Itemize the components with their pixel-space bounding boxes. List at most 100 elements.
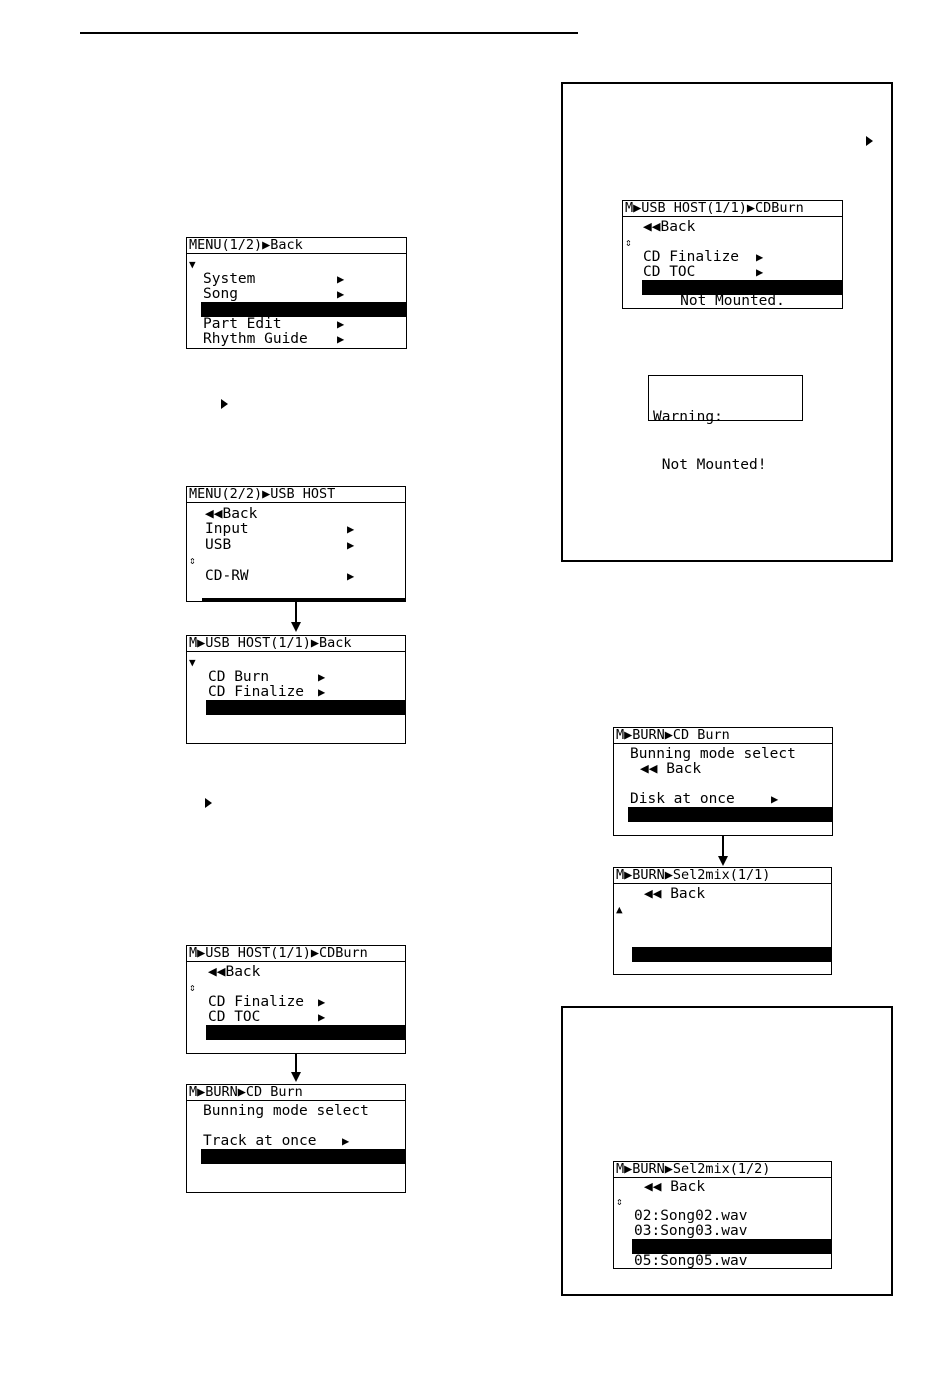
submenu-arrow-icon: ▶ bbox=[771, 792, 779, 806]
submenu-arrow-icon: ▶ bbox=[337, 272, 345, 286]
menu-item-track-edit[interactable]: Track Edit ▶ bbox=[203, 301, 345, 317]
menu-item-system[interactable]: System ▶ bbox=[203, 271, 345, 287]
submenu-arrow-icon: ▶ bbox=[337, 317, 345, 331]
lcd-sel2mix-2: M▶BURN▶Sel2mix(1/2) ◀◀ Back ⇕ 01:Song01.… bbox=[613, 1161, 832, 1269]
warning-dialog: Warning: Not Mounted! bbox=[648, 375, 803, 473]
submenu-arrow-icon: ▶ bbox=[342, 1134, 350, 1148]
menu-item-rhythm-guide[interactable]: Rhythm Guide ▶ bbox=[203, 331, 345, 347]
flow-arrow bbox=[295, 1054, 297, 1074]
menu-item-cd-toc[interactable]: CD TOC ▶ bbox=[208, 699, 326, 715]
menu-item-back[interactable]: ▼ ◀◀Back bbox=[187, 655, 405, 715]
menu-item-cd-rw[interactable]: CD-RW ▶ bbox=[205, 568, 355, 584]
menu-item-cd-finalize[interactable]: CD Finalize ▶ bbox=[643, 249, 764, 265]
lcd-burn-mode-left: M▶BURN▶CD Burn Bunning mode select ◀◀ Ba… bbox=[186, 1084, 406, 1193]
menu-item-back[interactable]: ▼ ◀◀Back bbox=[187, 257, 406, 317]
lcd-sel2mix-1: M▶BURN▶Sel2mix(1/1) ◀◀ Back ▲ 01:Song01.… bbox=[613, 867, 832, 975]
lcd-usb-host-cdburn: M▶USB HOST(1/1)▶CDBurn ◀◀Back ⇕ CD Burn … bbox=[186, 945, 406, 1054]
warning-title: Warning: bbox=[653, 409, 723, 425]
menu-item-cd-finalize[interactable]: CD Finalize ▶ bbox=[208, 994, 326, 1010]
menu-item-cd-burn[interactable]: ⇕ CD Burn ▶ bbox=[623, 235, 842, 295]
flow-arrow-head bbox=[718, 856, 728, 866]
status-message: Not Mounted. bbox=[680, 293, 785, 309]
menu-item-part-edit[interactable]: Part Edit ▶ bbox=[203, 316, 345, 332]
menu-item-disk-at-once[interactable]: Disk at once ▶ bbox=[630, 791, 779, 807]
menu-item-back[interactable]: ◀◀Back bbox=[205, 506, 258, 522]
lcd-title: M▶BURN▶CD Burn bbox=[614, 728, 832, 744]
scroll-updown-icon: ⇕ bbox=[189, 981, 196, 994]
song-item[interactable]: 03:Song03.wav bbox=[634, 1223, 748, 1239]
scroll-down-icon: ▼ bbox=[189, 258, 196, 271]
lcd-title: M▶USB HOST(1/1)▶CDBurn bbox=[187, 946, 405, 962]
submenu-arrow-icon: ▶ bbox=[347, 569, 355, 583]
menu-item-input[interactable]: Input ▶ bbox=[205, 521, 355, 537]
right-arrow-icon bbox=[866, 136, 873, 146]
menu-item-back[interactable]: ◀◀Back bbox=[208, 964, 261, 980]
lcd-title: M▶BURN▶Sel2mix(1/2) bbox=[614, 1162, 831, 1178]
submenu-arrow-icon: ▶ bbox=[756, 265, 764, 279]
menu-item-usb-host[interactable]: ⇕ USB HOST ▶ bbox=[187, 553, 405, 601]
lcd-usb-host-back: M▶USB HOST(1/1)▶Back ▼ ◀◀Back CD Burn ▶ … bbox=[186, 635, 406, 744]
submenu-arrow-icon: ▶ bbox=[342, 1149, 350, 1163]
lcd-title: M▶USB HOST(1/1)▶Back bbox=[187, 636, 405, 652]
lcd-burn-mode-right: M▶BURN▶CD Burn Bunning mode select ◀◀ Ba… bbox=[613, 727, 833, 836]
lcd-title: M▶BURN▶Sel2mix(1/1) bbox=[614, 868, 831, 884]
flow-arrow bbox=[722, 836, 724, 858]
submenu-arrow-icon: ▶ bbox=[318, 980, 326, 994]
warning-message: Not Mounted! bbox=[653, 457, 767, 473]
menu-item-back[interactable]: ◀◀ Back bbox=[644, 1179, 706, 1195]
submenu-arrow-icon: ▶ bbox=[756, 235, 764, 249]
song-item[interactable]: 02:Song02.wav bbox=[634, 1208, 748, 1224]
menu-item-usb[interactable]: USB ▶ bbox=[205, 537, 355, 553]
scroll-down-icon: ▼ bbox=[189, 656, 196, 669]
right-arrow-icon bbox=[221, 399, 228, 409]
menu-item-cd-burn[interactable]: CD Burn ▶ bbox=[208, 669, 326, 685]
submenu-arrow-icon: ▶ bbox=[347, 538, 355, 552]
lcd-not-mounted: M▶USB HOST(1/1)▶CDBurn ◀◀Back ⇕ CD Burn … bbox=[622, 200, 843, 309]
menu-item-back[interactable]: ◀◀ Back bbox=[187, 1119, 405, 1164]
scroll-updown-icon: ⇕ bbox=[625, 236, 632, 249]
lcd-menu-2: MENU(2/2)▶USB HOST ◀◀Back Input ▶ USB ▶ … bbox=[186, 486, 406, 602]
menu-item-cd-burn[interactable]: ⇕ CD Burn ▶ bbox=[187, 980, 405, 1040]
song-item[interactable]: 04:Song04.wav bbox=[634, 1238, 748, 1254]
right-arrow-icon bbox=[205, 798, 212, 808]
submenu-arrow-icon: ▶ bbox=[771, 777, 779, 791]
menu-item-track-at-once[interactable]: Track at once ▶ bbox=[203, 1133, 350, 1149]
submenu-arrow-icon: ▶ bbox=[318, 670, 326, 684]
lcd-title: M▶BURN▶CD Burn bbox=[187, 1085, 405, 1101]
submenu-arrow-icon: ▶ bbox=[756, 250, 764, 264]
note-panel-bottom bbox=[561, 1006, 893, 1296]
header-rule bbox=[80, 32, 578, 34]
submenu-arrow-icon: ▶ bbox=[347, 553, 355, 567]
submenu-arrow-icon: ▶ bbox=[318, 1010, 326, 1024]
note-panel-top bbox=[561, 82, 893, 562]
song-item[interactable]: 05:Song05.wav bbox=[634, 1253, 748, 1269]
lcd-menu-1: MENU(1/2)▶Back ▼ ◀◀Back System ▶ Song ▶ … bbox=[186, 237, 407, 349]
lcd-title: MENU(1/2)▶Back bbox=[187, 238, 406, 254]
menu-item-back[interactable]: ◀◀ Back bbox=[640, 761, 702, 777]
scroll-updown-icon: ⇕ bbox=[616, 1195, 623, 1208]
burn-mode-heading: Bunning mode select bbox=[203, 1103, 369, 1119]
submenu-arrow-icon: ▶ bbox=[337, 302, 345, 316]
scroll-up-icon: ▲ bbox=[616, 903, 623, 916]
song-item[interactable]: ⇕ 01:Song01.wav bbox=[614, 1194, 831, 1254]
scroll-updown-icon: ⇕ bbox=[189, 554, 196, 567]
lcd-title: MENU(2/2)▶USB HOST bbox=[187, 487, 405, 503]
submenu-arrow-icon: ▶ bbox=[318, 685, 326, 699]
menu-item-cd-finalize[interactable]: CD Finalize ▶ bbox=[208, 684, 326, 700]
flow-arrow bbox=[295, 602, 297, 624]
submenu-arrow-icon: ▶ bbox=[318, 700, 326, 714]
menu-item-song[interactable]: Song ▶ bbox=[203, 286, 345, 302]
menu-item-cd-toc[interactable]: CD TOC ▶ bbox=[208, 1009, 326, 1025]
song-item[interactable]: ▲ 01:Song01.wav bbox=[614, 902, 831, 962]
menu-item-track-at-once[interactable]: Track at once ▶ bbox=[614, 777, 832, 822]
menu-item-back[interactable]: ◀◀Back bbox=[643, 219, 696, 235]
lcd-title: M▶USB HOST(1/1)▶CDBurn bbox=[623, 201, 842, 217]
menu-item-back[interactable]: ◀◀ Back bbox=[644, 886, 706, 902]
flow-arrow-head bbox=[291, 622, 301, 632]
submenu-arrow-icon: ▶ bbox=[337, 332, 345, 346]
menu-item-disk-at-once[interactable]: Disk at once ▶ bbox=[203, 1148, 350, 1164]
menu-item-cd-toc[interactable]: CD TOC ▶ bbox=[643, 264, 764, 280]
submenu-arrow-icon: ▶ bbox=[347, 522, 355, 536]
submenu-arrow-icon: ▶ bbox=[337, 287, 345, 301]
submenu-arrow-icon: ▶ bbox=[318, 995, 326, 1009]
